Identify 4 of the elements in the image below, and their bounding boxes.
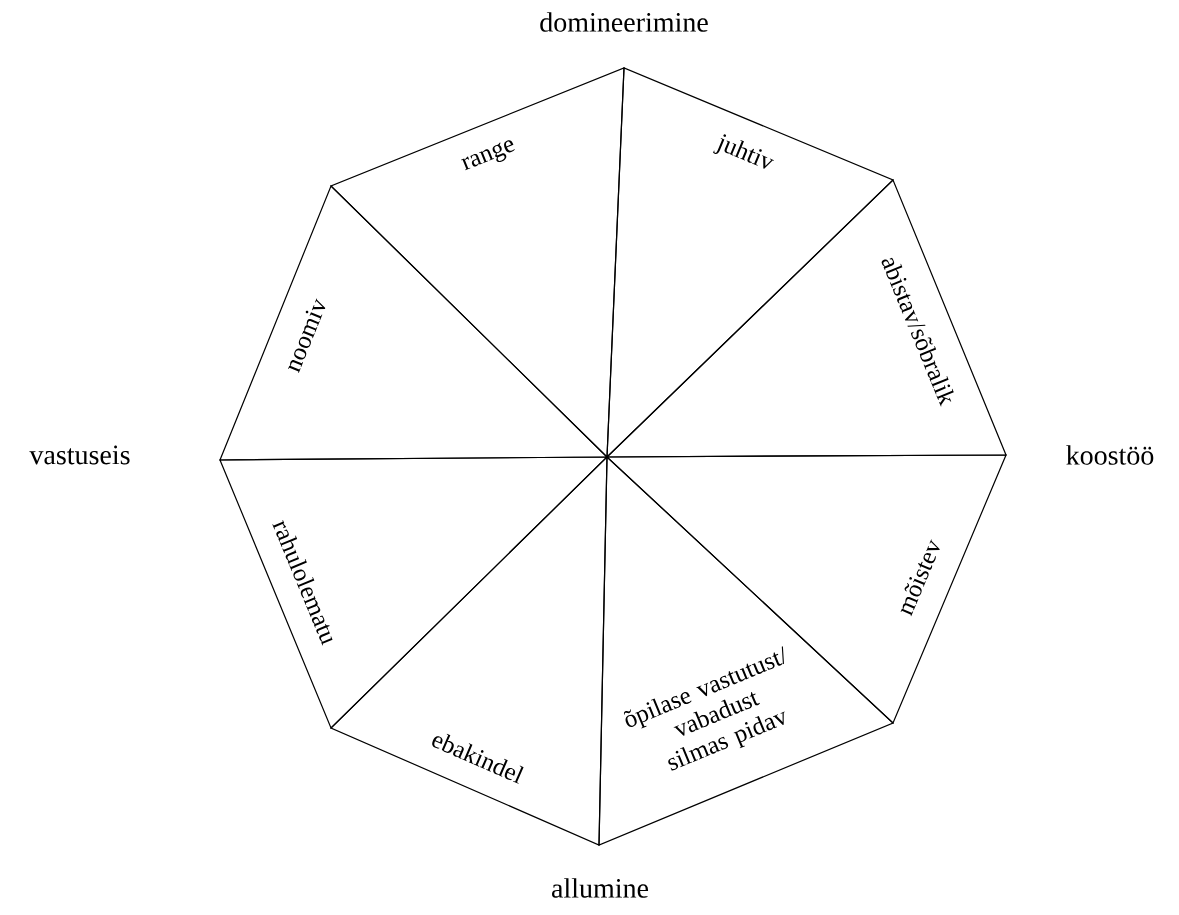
axis-label: domineerimine [540,12,708,32]
axis-label: allumine [552,878,649,898]
axis-label: vastuseis [29,445,130,465]
axis-label: koostöö [1066,445,1154,465]
